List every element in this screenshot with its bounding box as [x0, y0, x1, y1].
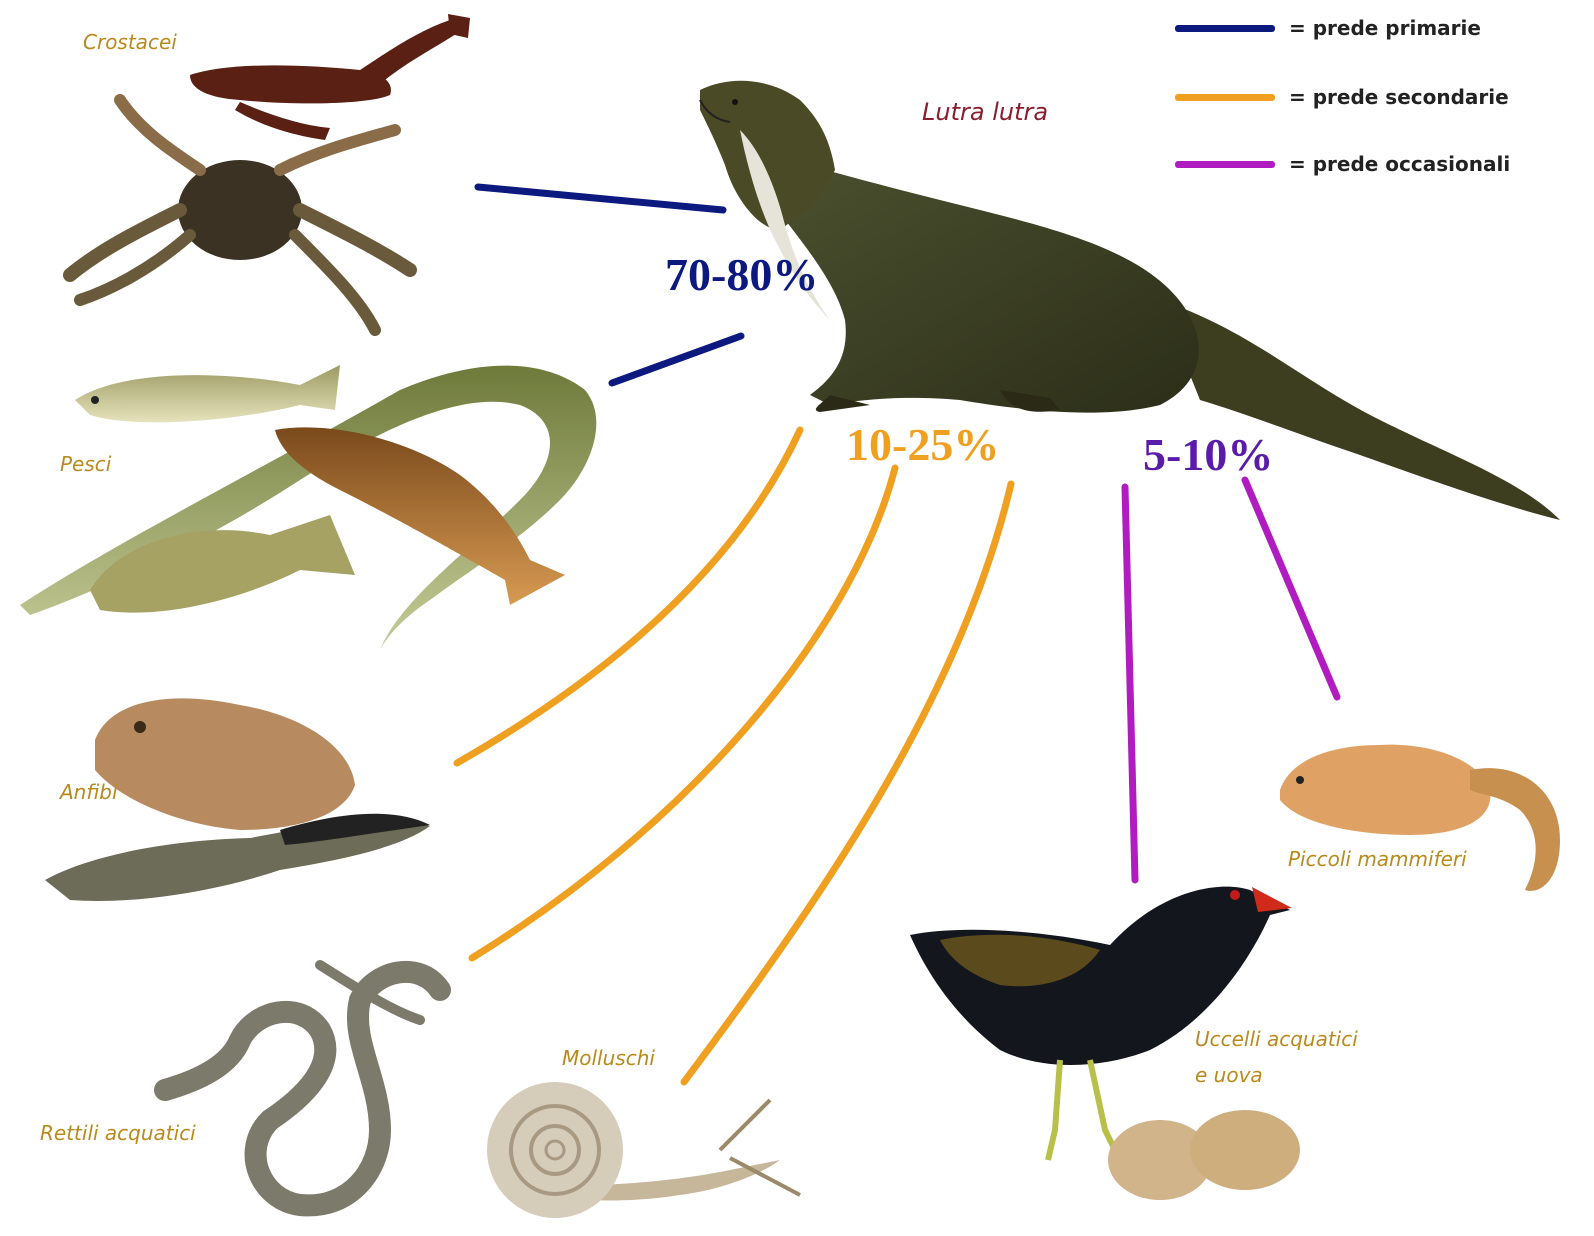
crab-icon: [70, 100, 410, 330]
eggs-icon: [1108, 1110, 1300, 1200]
legend-label-primary: = prede primarie: [1289, 16, 1481, 40]
legend-line-primary: [1175, 25, 1275, 32]
link-uccelli: [1125, 487, 1135, 880]
legend-label-secondary: = prede secondarie: [1289, 85, 1509, 109]
label-uccelli-2: e uova: [1195, 1063, 1263, 1087]
label-uccelli-1: Uccelli acquatici: [1195, 1027, 1358, 1051]
label-molluschi: Molluschi: [562, 1046, 655, 1070]
snail-icon: [487, 1082, 800, 1218]
label-crostacei: Crostacei: [83, 30, 177, 54]
link-mammiferi: [1245, 480, 1337, 697]
link-pesci: [612, 336, 741, 383]
percent-primary: 70-80%: [665, 248, 818, 301]
label-lutra: Lutra lutra: [922, 98, 1048, 126]
label-pesci: Pesci: [60, 452, 111, 476]
legend-item-primary: = prede primarie: [1175, 16, 1481, 40]
link-crostacei: [478, 187, 723, 210]
toad-icon: [95, 698, 355, 830]
label-rettili: Rettili acquatici: [40, 1121, 196, 1145]
legend-line-occasional: [1175, 161, 1275, 168]
label-anfibi: Anfibi: [60, 780, 118, 804]
fish-icon: [75, 365, 565, 613]
percent-secondary: 10-25%: [846, 418, 999, 471]
crayfish-icon: [190, 14, 470, 140]
label-mammiferi: Piccoli mammiferi: [1288, 847, 1467, 871]
percent-occasional: 5-10%: [1143, 428, 1273, 481]
legend-line-secondary: [1175, 94, 1275, 101]
snake-icon: [165, 965, 440, 1205]
otter-icon: [700, 81, 1560, 520]
legend-item-occasional: = prede occasionali: [1175, 152, 1510, 176]
legend-item-secondary: = prede secondarie: [1175, 85, 1509, 109]
legend-label-occasional: = prede occasionali: [1289, 152, 1510, 176]
